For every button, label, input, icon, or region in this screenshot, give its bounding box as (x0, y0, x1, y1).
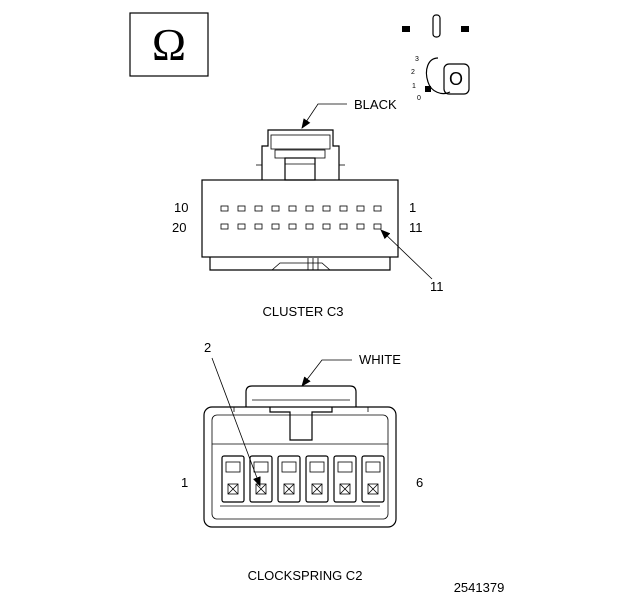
cluster-cavity-9 (237, 205, 246, 212)
ignition-key-letter-icon: O (449, 69, 463, 89)
clockspring-terminal-4 (305, 455, 329, 503)
clockspring-color-label: WHITE (359, 352, 401, 367)
ignition-key-slot (432, 14, 441, 38)
clockspring-left-pin-label: 1 (181, 475, 188, 490)
cluster-row2-left-label: 20 (172, 220, 186, 235)
ignition-cylinder-arc (425, 57, 451, 95)
ignition-position-marker (425, 86, 431, 92)
clockspring-terminal-1 (221, 455, 245, 503)
clockspring-shell (203, 406, 397, 528)
cluster-color-arrow (301, 103, 347, 129)
cluster-cavity-3 (339, 205, 348, 212)
ignition-key-head (443, 63, 470, 95)
cluster-callout-label: 11 (430, 279, 444, 294)
ohm-icon: Ω (152, 19, 186, 70)
cluster-cavity-row-1 (220, 205, 382, 212)
cluster-c3-connector: BLACK (172, 97, 444, 319)
ignition-position-0: 0 (417, 95, 421, 102)
cluster-cavity-7 (271, 205, 280, 212)
cluster-cavity-12 (356, 223, 365, 230)
cluster-cavity-6 (288, 205, 297, 212)
cluster-cavity-15 (305, 223, 314, 230)
cluster-body (201, 179, 399, 258)
cluster-cavity-20 (220, 223, 229, 230)
cluster-bottom-skirt (209, 257, 391, 271)
cluster-row1-right-label: 1 (409, 200, 416, 215)
cluster-callout-arrow (380, 229, 433, 280)
clockspring-callout-arrow (211, 357, 261, 487)
figure-number: 2541379 (454, 580, 505, 595)
cluster-cavity-2 (356, 205, 365, 212)
cluster-cavity-13 (339, 223, 348, 230)
clockspring-latch (233, 385, 369, 441)
cluster-bottom-key (271, 262, 331, 271)
ohmmeter-symbol: Ω (129, 12, 209, 77)
cluster-row1-left-label: 10 (174, 200, 188, 215)
ignition-off-mark-left (402, 26, 410, 32)
clockspring-c2-connector: WHITE (181, 340, 423, 583)
cluster-cavity-17 (271, 223, 280, 230)
cluster-lock-tab (256, 129, 345, 181)
cluster-cavity-18 (254, 223, 263, 230)
cluster-cavity-1 (373, 205, 382, 212)
cluster-cavity-19 (237, 223, 246, 230)
ohm-symbol-frame (129, 12, 209, 77)
ignition-off-mark-right (461, 26, 469, 32)
ignition-position-2: 2 (411, 69, 415, 76)
clockspring-terminal-2 (249, 455, 273, 503)
clockspring-terminal-6 (361, 455, 385, 503)
ignition-key-icon: O 3 2 1 0 (402, 14, 470, 102)
cluster-cavity-5 (305, 205, 314, 212)
cluster-cavity-11 (373, 223, 382, 230)
cluster-cavity-8 (254, 205, 263, 212)
clockspring-terminal-3 (277, 455, 301, 503)
cluster-color-label: BLACK (354, 97, 397, 112)
clockspring-terminal-5 (333, 455, 357, 503)
cluster-cavity-16 (288, 223, 297, 230)
ignition-position-1: 1 (412, 83, 416, 90)
clockspring-callout-label: 2 (204, 340, 211, 355)
cluster-cavity-14 (322, 223, 331, 230)
cluster-cavity-4 (322, 205, 331, 212)
cluster-cavity-row-2 (220, 223, 382, 230)
cluster-row2-right-label: 11 (409, 220, 423, 235)
clockspring-inner-wall (211, 414, 389, 520)
clockspring-right-pin-label: 6 (416, 475, 423, 490)
clockspring-title: CLOCKSPRING C2 (248, 568, 363, 583)
cluster-cavity-10 (220, 205, 229, 212)
cluster-title: CLUSTER C3 (263, 304, 344, 319)
clockspring-color-arrow (301, 359, 352, 387)
ignition-position-3: 3 (415, 56, 419, 63)
clockspring-terminals (221, 455, 385, 503)
